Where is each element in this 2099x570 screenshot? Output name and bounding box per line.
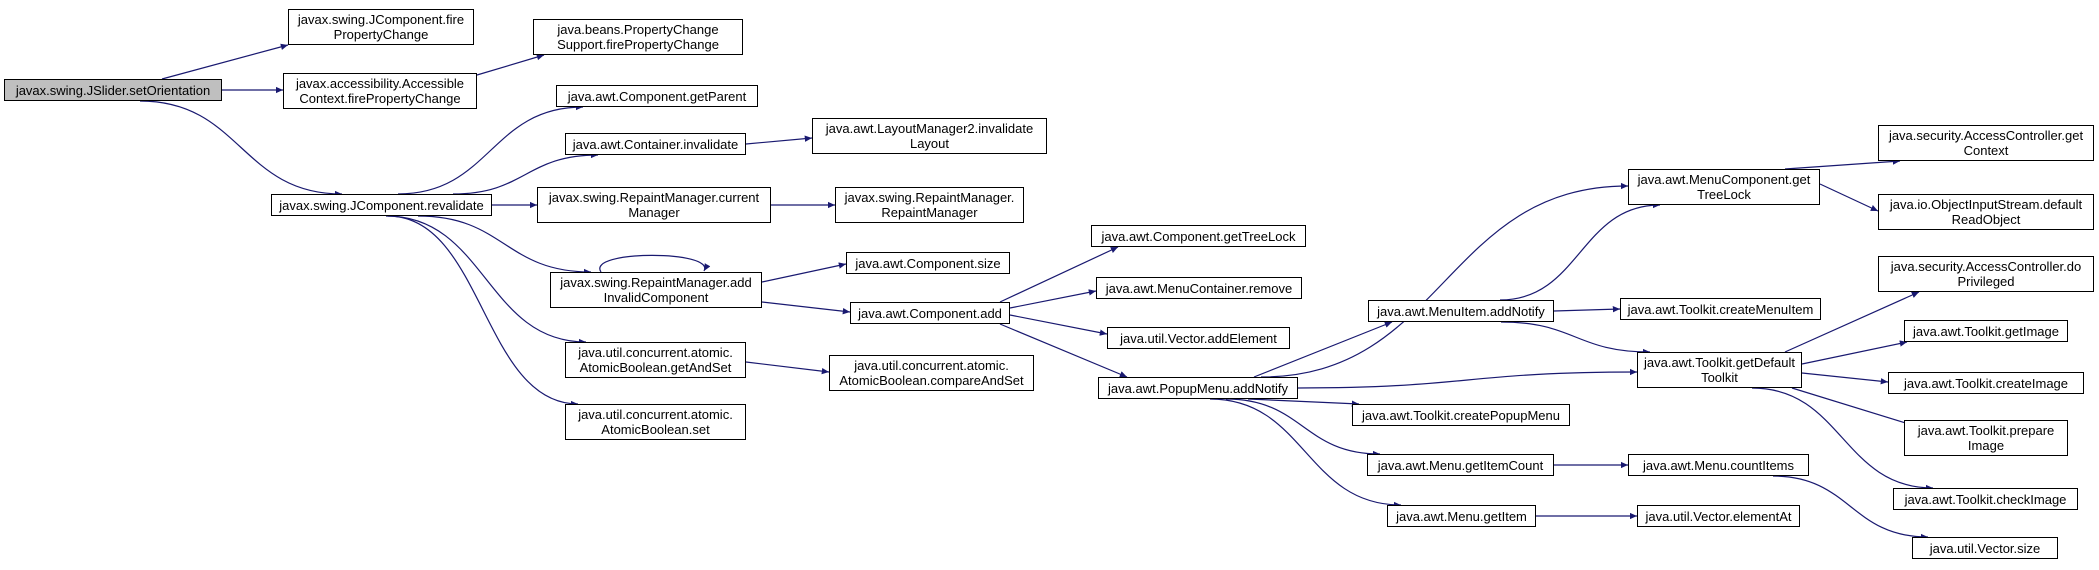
method-node[interactable]: java.awt.PopupMenu.addNotify [1098,377,1298,399]
call-edge-n19-n23 [1297,368,1638,389]
call-edge-n23-n35 [1751,387,1934,492]
method-node[interactable]: java.awt.Toolkit.checkImage [1893,488,2078,510]
method-node[interactable]: java.awt.Component.add [850,302,1010,324]
call-edge-n20-n21 [1499,201,1661,301]
method-node[interactable]: java.awt.Toolkit.prepare Image [1904,420,2068,456]
call-edge-n12-n19 [999,323,1128,378]
method-node[interactable]: java.util.Vector.elementAt [1637,505,1800,527]
call-edge-n23-n34 [1791,387,1913,426]
method-node[interactable]: java.io.ObjectInputStream.default ReadOb… [1878,194,2094,230]
method-node[interactable]: java.awt.MenuItem.addNotify [1368,300,1554,322]
call-edge-n7-n15 [387,215,579,408]
call-edge-n12-n16 [999,246,1119,303]
call-edge-n5-n6 [745,135,813,145]
call-edge-n23-n31 [1784,291,1920,353]
call-edge-n20-n22 [1553,306,1621,313]
call-edge-n7-n4 [397,103,584,195]
method-node[interactable]: java.awt.MenuContainer.remove [1096,277,1302,299]
method-node[interactable]: java.awt.Toolkit.createPopupMenu [1352,404,1570,426]
method-node[interactable]: java.awt.Toolkit.getImage [1904,320,2068,342]
method-node[interactable]: java.awt.Menu.getItemCount [1367,454,1554,476]
method-node[interactable]: java.awt.Component.size [846,252,1010,274]
method-node[interactable]: java.awt.Component.getTreeLock [1091,225,1306,247]
method-node[interactable]: java.util.concurrent.atomic. AtomicBoole… [565,404,746,440]
method-node[interactable]: java.awt.Toolkit.createMenuItem [1620,298,1821,320]
method-node[interactable]: javax.swing.RepaintManager.add InvalidCo… [550,272,762,308]
method-node[interactable]: java.awt.MenuComponent.get TreeLock [1628,169,1820,205]
call-edge-n21-n29 [1784,158,1901,170]
call-edge-n23-n33 [1801,372,1889,385]
call-edge-n19-n24 [1247,398,1360,407]
method-node[interactable]: java.util.concurrent.atomic. AtomicBoole… [829,355,1034,391]
call-edge-n0-n7 [139,100,343,198]
method-node[interactable]: javax.swing.RepaintManager.current Manag… [537,187,771,223]
call-edge-n13-n14 [745,361,830,375]
call-edge-n7-n11 [417,215,592,276]
call-edge-n11-n12 [761,301,851,315]
call-edge-n2-n3 [476,53,545,76]
call-edge-n7-n13 [385,215,587,346]
method-node[interactable]: java.awt.Menu.getItem [1387,505,1536,527]
method-node[interactable]: java.awt.LayoutManager2.invalidate Layou… [812,118,1047,154]
call-edge-n0-n1 [161,43,289,80]
call-edge-n20-n23 [1500,321,1651,356]
call-edge-n7-n5 [452,151,599,195]
method-node[interactable]: javax.accessibility.Accessible Context.f… [283,73,477,109]
call-edge-n19-n25 [1225,398,1381,458]
method-node[interactable]: java.util.Vector.addElement [1107,327,1290,349]
method-node[interactable]: javax.swing.JComponent.revalidate [271,194,492,216]
method-node[interactable]: java.awt.Toolkit.getDefault Toolkit [1637,352,1802,388]
method-node[interactable]: java.util.Vector.size [1912,537,2058,559]
call-edge-n11-n10 [761,262,847,283]
call-edge-n19-n21 [1260,182,1629,378]
call-edge-n21-n30 [1819,183,1879,212]
call-edge-n23-n32 [1801,340,1908,365]
call-edge-n26-n36 [1772,475,1929,541]
method-node[interactable]: java.awt.Menu.countItems [1628,454,1809,476]
method-node[interactable]: java.security.AccessController.get Conte… [1878,125,2094,161]
call-edge-n12-n17 [1009,289,1097,309]
method-node[interactable]: java.awt.Container.invalidate [565,133,746,155]
call-edge-n19-n27 [1209,398,1402,509]
method-node[interactable]: javax.swing.JComponent.fire PropertyChan… [288,9,474,45]
call-edge-n11-n11 [599,254,711,273]
method-node[interactable]: java.awt.Component.getParent [556,85,758,107]
call-edge-n12-n18 [1009,314,1108,336]
method-node[interactable]: java.awt.Toolkit.createImage [1888,372,2084,394]
method-node[interactable]: java.beans.PropertyChange Support.firePr… [533,19,743,55]
call-edge-n19-n20 [1253,321,1393,378]
method-node[interactable]: java.security.AccessController.do Privil… [1878,256,2094,292]
root-method-node[interactable]: javax.swing.JSlider.setOrientation [4,79,222,101]
method-node[interactable]: java.util.concurrent.atomic. AtomicBoole… [565,342,746,378]
method-node[interactable]: javax.swing.RepaintManager. RepaintManag… [835,187,1024,223]
